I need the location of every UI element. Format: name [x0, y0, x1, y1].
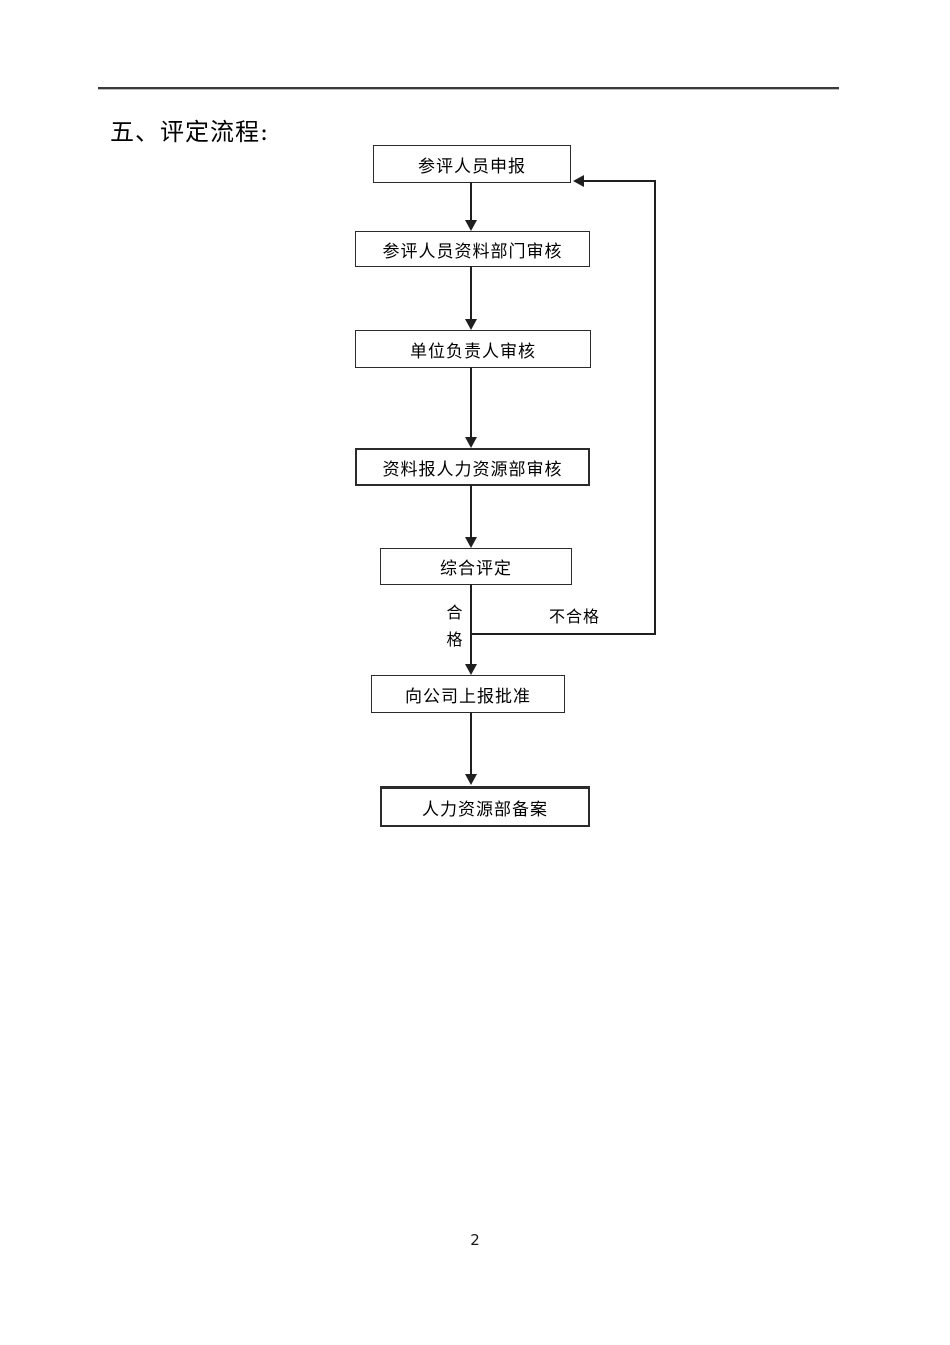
feedback-line-bottom: [471, 633, 656, 635]
arrowhead-down-icon: [465, 664, 477, 675]
flow-node-department-review: 参评人员资料部门审核: [355, 231, 590, 267]
arrowhead-down-icon: [465, 319, 477, 330]
connector-hr-review-to-evaluation: [470, 485, 472, 539]
connector-apply-to-department: [470, 182, 472, 222]
page-number: 2: [470, 1231, 480, 1249]
connector-department-to-unit-leader: [470, 266, 472, 321]
connector-unit-leader-to-hr-review: [470, 367, 472, 439]
arrowhead-down-icon: [465, 537, 477, 548]
flow-node-hr-filing: 人力资源部备案: [380, 786, 590, 827]
connector-evaluation-to-report: [470, 584, 472, 666]
flow-node-comprehensive-evaluation: 综合评定: [380, 548, 572, 585]
fail-branch-label: 不合格: [549, 607, 601, 626]
feedback-line-right: [654, 180, 656, 635]
pass-branch-label: 合格: [446, 603, 463, 649]
flow-node-report-to-company: 向公司上报批准: [371, 675, 565, 713]
flow-node-hr-review: 资料报人力资源部审核: [355, 448, 590, 486]
arrowhead-left-icon: [573, 175, 584, 187]
header-rule: [98, 87, 839, 90]
arrowhead-down-icon: [465, 437, 477, 448]
flow-node-unit-leader-review: 单位负责人审核: [355, 330, 591, 368]
feedback-line-top: [583, 180, 655, 182]
connector-report-to-filing: [470, 712, 472, 776]
section-heading: 五、评定流程:: [110, 118, 270, 146]
flow-node-apply: 参评人员申报: [373, 145, 571, 183]
arrowhead-down-icon: [465, 774, 477, 785]
arrowhead-down-icon: [465, 220, 477, 231]
